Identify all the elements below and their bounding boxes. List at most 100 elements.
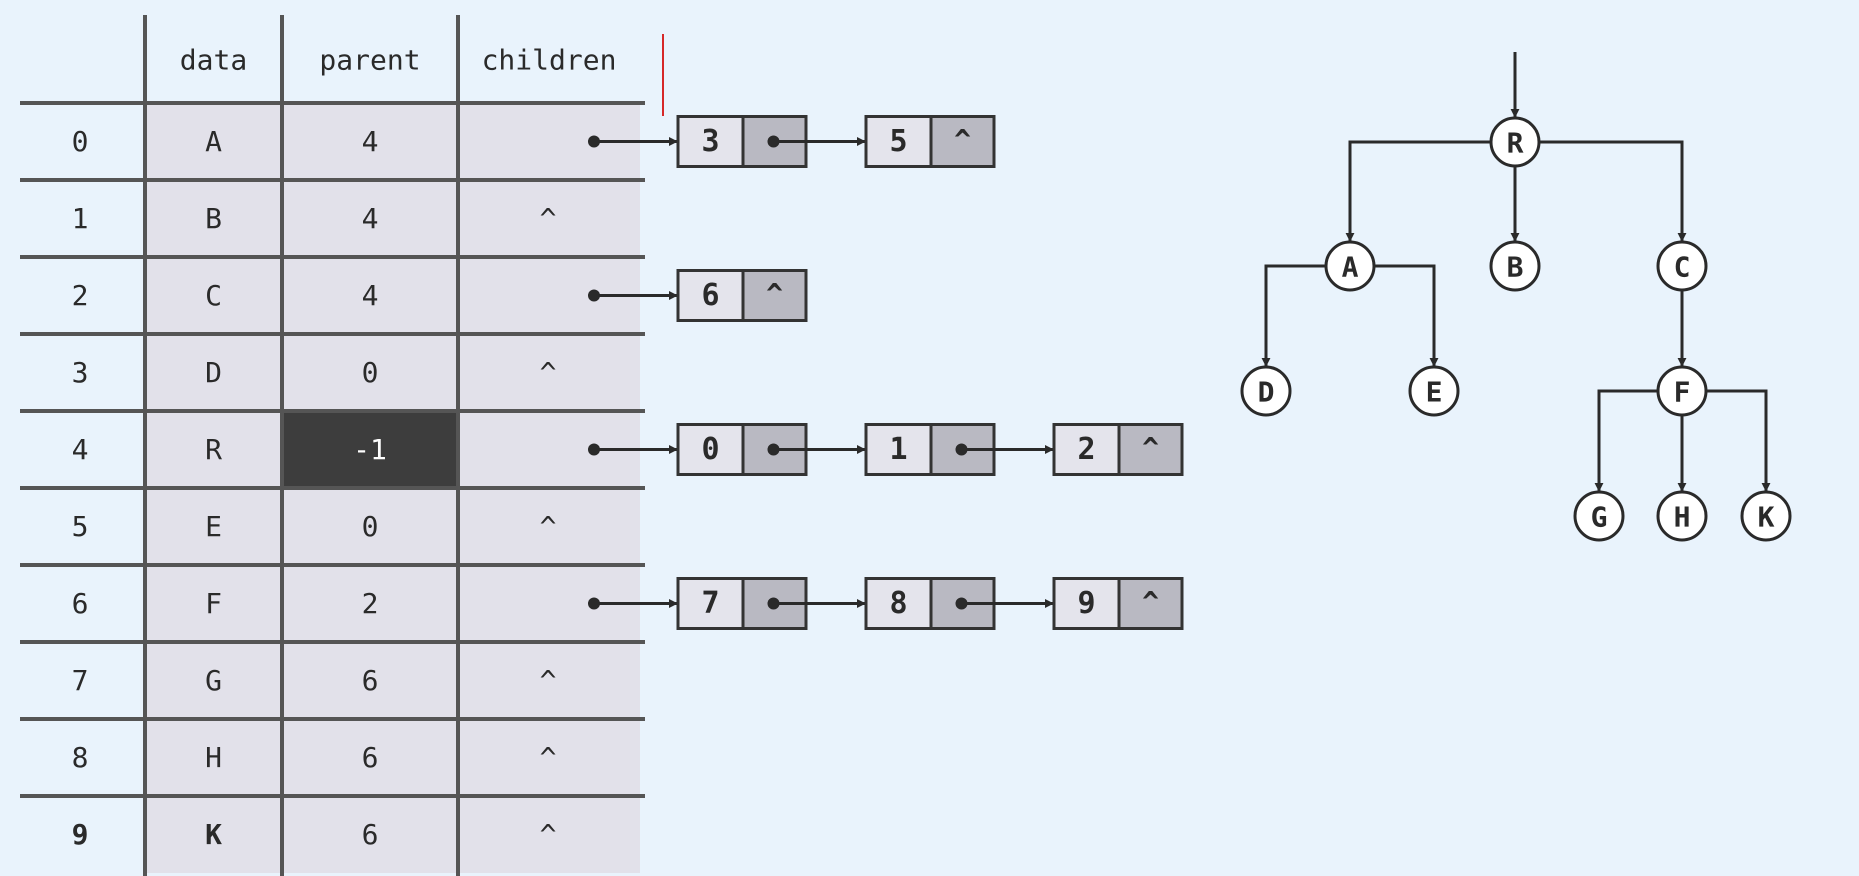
node-null-pointer: ^ (766, 277, 783, 310)
row-children-null: ^ (540, 664, 557, 697)
node-value-box (676, 115, 745, 168)
tree-edge-R-C (1539, 140, 1687, 242)
node-pointer-box (1117, 423, 1184, 476)
node-value: 2 (1077, 432, 1095, 467)
node-pointer-box (1117, 577, 1184, 630)
tree-node-label: B (1507, 251, 1524, 284)
node-value-box (676, 423, 745, 476)
tree-node-circle (1240, 365, 1292, 417)
table-row: 6 F 2 (72, 587, 379, 620)
node-value: 8 (889, 586, 907, 621)
tree-node-circle (1324, 240, 1376, 292)
table-row: 2 C 4 (72, 279, 379, 312)
list-node: 9^ (1052, 577, 1184, 630)
list-node: 2^ (1052, 423, 1184, 476)
tree-node-circle (1656, 365, 1708, 417)
tree-node-A: A (1324, 240, 1376, 292)
node-null-pointer: ^ (1142, 585, 1159, 618)
tree-node-G: G (1573, 490, 1625, 542)
row-data: D (205, 356, 222, 389)
child-list-row-2: 6^ (588, 269, 808, 322)
row-data: R (205, 433, 222, 466)
row-parent: 4 (362, 279, 379, 312)
tree-node-label: F (1674, 376, 1691, 409)
tree-node-circle (1408, 365, 1460, 417)
node-value-box (1052, 577, 1121, 630)
row-parent: 0 (362, 510, 379, 543)
tree-node-label: K (1758, 501, 1775, 534)
row-children-null: ^ (540, 510, 557, 543)
tree-edge-R-A (1345, 140, 1491, 242)
node-pointer-box (929, 115, 996, 168)
row-parent: 6 (362, 741, 379, 774)
tree-node-circle (1656, 490, 1708, 542)
tree-node-C: C (1656, 240, 1708, 292)
tree-diagram: R A B C D E F G H K (1240, 52, 1792, 542)
tree-node-label: R (1507, 127, 1524, 160)
tree-node-label: A (1342, 251, 1359, 284)
row-parent: 0 (362, 356, 379, 389)
row-data: E (205, 510, 222, 543)
child-list-row-6: 7 8 9^ (588, 577, 1184, 630)
node-value: 3 (701, 124, 719, 159)
list-node: 3 (676, 115, 866, 168)
tree-node-circle (1740, 490, 1792, 542)
highlighted-parent-cell (282, 411, 458, 488)
list-node: 0 (676, 423, 866, 476)
row-index: 7 (72, 664, 89, 697)
row-data: K (205, 818, 222, 851)
node-value: 5 (889, 124, 907, 159)
list-node: 6^ (676, 269, 808, 322)
table-grid (20, 15, 645, 876)
tree-node-E: E (1408, 365, 1460, 417)
row-index: 2 (72, 279, 89, 312)
node-pointer-box (741, 269, 808, 322)
tree-node-circle (1573, 490, 1625, 542)
tree-node-label: E (1426, 376, 1443, 409)
tree-node-K: K (1740, 490, 1792, 542)
row-data: G (205, 664, 222, 697)
tree-node-label: D (1258, 376, 1275, 409)
row-data: H (205, 741, 222, 774)
tree-edge-F-K (1706, 389, 1771, 492)
table-row: 5 E 0 ^ (72, 510, 557, 543)
tree-node-label: H (1674, 501, 1691, 534)
tree-node-label: C (1674, 251, 1691, 284)
row-index: 1 (72, 202, 89, 235)
row-parent: 2 (362, 587, 379, 620)
node-value: 0 (701, 432, 719, 467)
tree-edge-F-G (1594, 389, 1658, 492)
row-index: 4 (72, 433, 89, 466)
row-index: 0 (72, 125, 89, 158)
row-children-null: ^ (540, 202, 557, 235)
node-value: 6 (701, 278, 719, 313)
header-children: children (482, 44, 617, 77)
row-data: F (205, 587, 222, 620)
node-value-box (676, 269, 745, 322)
row-index: 5 (72, 510, 89, 543)
row-index: 3 (72, 356, 89, 389)
row-data: C (205, 279, 222, 312)
node-value: 7 (701, 586, 719, 621)
tree-edge-A-E (1374, 264, 1439, 367)
list-node: 5^ (864, 115, 996, 168)
tree-node-H: H (1656, 490, 1708, 542)
row-data: B (205, 202, 222, 235)
tree-node-circle (1656, 240, 1708, 292)
tree-node-label: G (1591, 501, 1608, 534)
list-node: 1 (864, 423, 1054, 476)
header-parent: parent (319, 44, 420, 77)
row-parent: 4 (362, 125, 379, 158)
row-index: 6 (72, 587, 89, 620)
header-data: data (180, 44, 247, 77)
tree-nodes: R A B C D E F G H K (1240, 116, 1792, 542)
